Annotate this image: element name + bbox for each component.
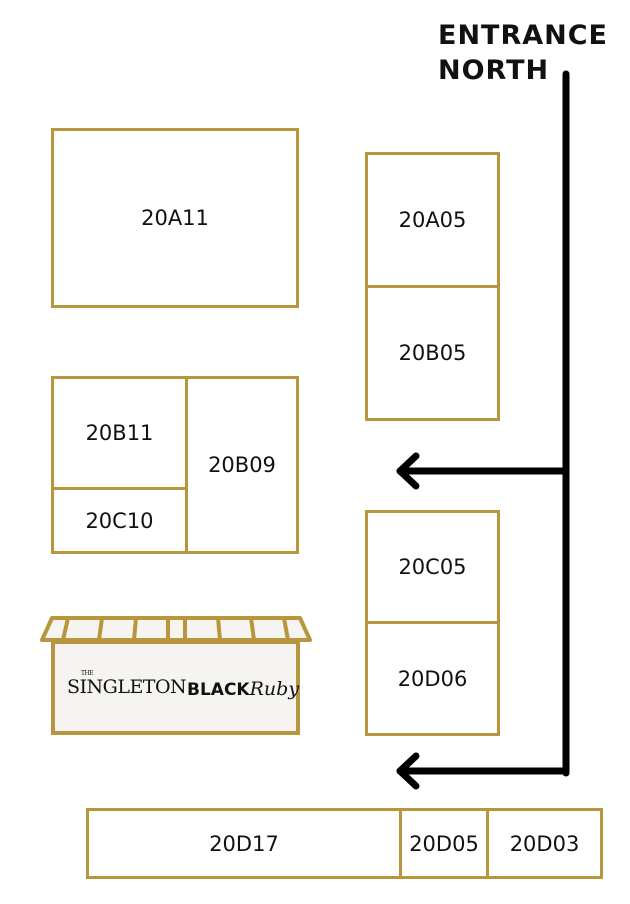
booth-20D06[interactable]: 20D06 — [365, 621, 500, 736]
booth-label: 20D03 — [509, 831, 580, 856]
booth-20D03[interactable]: 20D03 — [486, 808, 603, 879]
booth-label: 20D05 — [409, 831, 479, 856]
booth-20A11[interactable]: 20A11 — [51, 128, 299, 308]
entrance-line1: ENTRANCE — [438, 20, 608, 51]
booth-label: 20A11 — [141, 206, 209, 230]
booth-20C05[interactable]: 20C05 — [365, 510, 500, 624]
booth-20D17[interactable]: 20D17 — [86, 808, 402, 879]
booth-label: 20C05 — [398, 555, 467, 579]
booth-label: 20D17 — [209, 831, 279, 856]
booth-20B09[interactable]: 20B09 — [185, 376, 299, 554]
booth-label: 20B05 — [398, 341, 467, 365]
booth-20B11[interactable]: 20B11 — [51, 376, 188, 490]
booth-label: 20A05 — [398, 208, 467, 232]
arrowhead-upper-icon — [396, 452, 420, 490]
booth-20D05[interactable]: 20D05 — [399, 808, 489, 879]
booth-20B05[interactable]: 20B05 — [365, 285, 500, 421]
entrance-north-label: ENTRANCE NORTH — [438, 18, 608, 88]
entrance-line2: NORTH — [438, 55, 550, 86]
booth-label: 20B11 — [85, 421, 154, 445]
booth-20A05[interactable]: 20A05 — [365, 152, 500, 288]
booth-20C10[interactable]: 20C10 — [51, 487, 188, 554]
booth-label: 20C10 — [85, 508, 154, 533]
arrowhead-lower-icon — [396, 752, 420, 790]
booth-label: 20D06 — [397, 666, 468, 691]
black-ruby-logo: BLACKRuby — [187, 678, 300, 700]
booth-label: 20B09 — [208, 453, 276, 477]
